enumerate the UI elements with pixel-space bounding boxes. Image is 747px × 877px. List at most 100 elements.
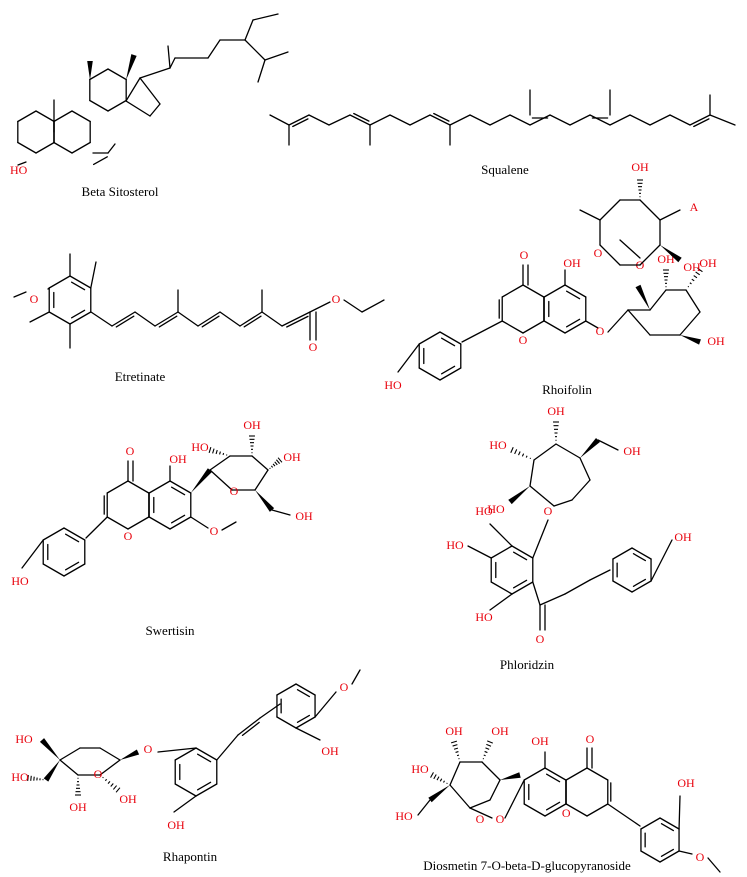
molecule-name: Rhapontin xyxy=(163,849,218,864)
bond xyxy=(599,244,621,266)
hash-bond xyxy=(115,787,121,793)
bond xyxy=(512,551,528,561)
molecule-name: Squalene xyxy=(481,162,529,177)
bond xyxy=(669,114,691,126)
bond xyxy=(522,284,545,298)
bond xyxy=(529,114,551,126)
atom-label: O xyxy=(586,732,595,746)
bond xyxy=(589,569,611,581)
bond xyxy=(59,747,81,761)
bond xyxy=(689,114,711,126)
bond xyxy=(158,315,178,328)
atom-label: HO xyxy=(384,378,402,392)
bond xyxy=(659,817,680,830)
bond xyxy=(481,761,501,781)
bond xyxy=(417,799,431,816)
atom-label: HO xyxy=(487,502,505,516)
bond xyxy=(314,691,337,718)
atom-label: HO xyxy=(475,610,493,624)
atom-label: OH xyxy=(699,256,717,270)
bond xyxy=(174,747,197,761)
bond xyxy=(269,114,290,126)
bond xyxy=(17,161,27,166)
bond xyxy=(127,480,150,494)
bond xyxy=(585,320,599,329)
bond xyxy=(597,439,619,451)
atom-label: O xyxy=(340,680,349,694)
atom-label: OH xyxy=(674,530,692,544)
bond xyxy=(571,479,591,501)
bond xyxy=(169,516,192,530)
hash-bond xyxy=(695,271,701,276)
bond xyxy=(504,779,525,819)
atom-label: HO xyxy=(11,770,29,784)
bond xyxy=(607,309,629,333)
bond xyxy=(276,716,297,729)
bond xyxy=(639,244,661,266)
bond xyxy=(490,545,513,559)
bond xyxy=(239,311,263,327)
bond xyxy=(632,578,647,587)
bond xyxy=(640,817,661,830)
hash-bond xyxy=(510,447,514,453)
atom-label: O xyxy=(544,504,553,518)
atom-label: OH xyxy=(677,776,695,790)
wedge-bond xyxy=(428,785,450,803)
bond xyxy=(564,320,587,334)
bond xyxy=(469,807,493,819)
bond xyxy=(343,299,363,313)
bond xyxy=(589,114,611,126)
bond xyxy=(565,318,581,328)
atom-label: O xyxy=(230,484,239,498)
wedge-bond xyxy=(635,284,650,310)
bond xyxy=(21,539,44,569)
bond xyxy=(369,114,391,126)
bond xyxy=(169,57,176,69)
hash-bond xyxy=(222,452,225,456)
atom-label: O xyxy=(496,812,505,826)
hash-bond xyxy=(433,774,437,780)
bond xyxy=(469,114,491,126)
bond xyxy=(69,275,92,289)
bond xyxy=(89,99,109,112)
bond xyxy=(429,114,451,126)
atom-label: O xyxy=(126,444,135,458)
atom-label: HO xyxy=(15,732,33,746)
atom-label: OH xyxy=(631,160,649,174)
wedge-bond xyxy=(580,438,600,458)
bond xyxy=(678,795,681,830)
bond xyxy=(195,783,218,797)
bond xyxy=(70,281,86,291)
hash-bond xyxy=(452,744,458,747)
bond xyxy=(254,469,269,491)
bond xyxy=(511,581,534,595)
atom-label: HO xyxy=(395,809,413,823)
bond xyxy=(609,114,631,126)
hash-bond xyxy=(514,449,518,455)
bond xyxy=(309,301,331,313)
bond xyxy=(252,13,279,21)
bond xyxy=(29,311,50,323)
atom-label: OH xyxy=(283,450,301,464)
atom-label: O xyxy=(309,340,318,354)
bond xyxy=(89,68,109,81)
bond xyxy=(349,114,371,126)
bond xyxy=(693,118,710,128)
bond xyxy=(586,767,609,781)
bond xyxy=(173,795,197,813)
bond xyxy=(361,299,385,313)
hash-bond xyxy=(487,740,493,744)
bond xyxy=(281,311,311,327)
bond xyxy=(469,799,491,809)
molecule-name: Beta Sitosterol xyxy=(82,184,159,199)
atom-label: O xyxy=(696,850,705,864)
bond xyxy=(286,315,309,328)
atom-label: HO xyxy=(475,504,493,518)
bond xyxy=(296,714,311,723)
bond xyxy=(659,209,681,221)
atom-label: HO xyxy=(446,538,464,552)
